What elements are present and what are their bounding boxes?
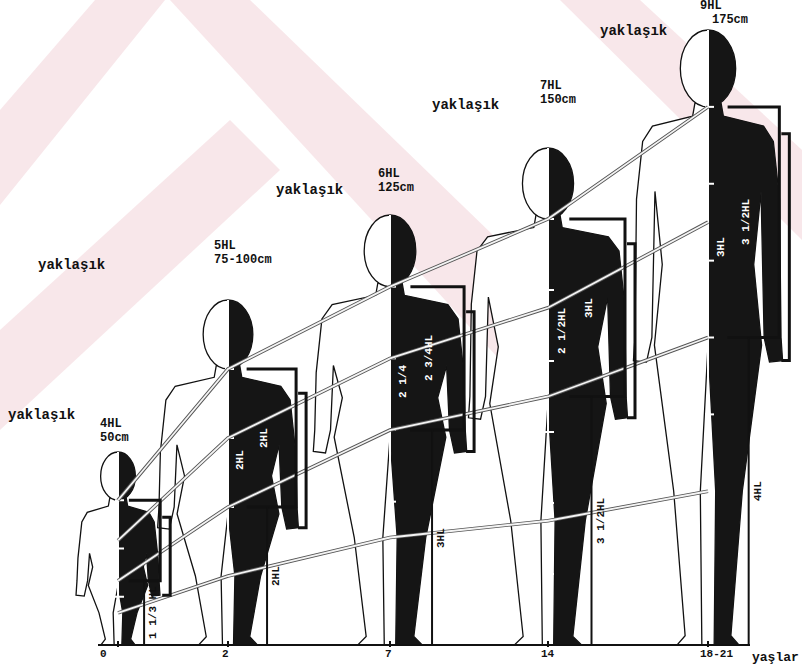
figure-shadow-head xyxy=(708,30,736,107)
arm-bracket xyxy=(466,312,474,452)
head-tick xyxy=(387,572,396,574)
growth-line-edge xyxy=(118,222,708,540)
head-tick xyxy=(545,360,554,362)
proportion-label: 2 3/4HL xyxy=(424,335,435,381)
growth-line xyxy=(118,338,708,581)
age-axis xyxy=(98,644,750,646)
growth-lines xyxy=(118,107,708,613)
human-figure xyxy=(76,452,160,645)
proportion-label: 2 1/2HL xyxy=(557,308,568,354)
head-tick xyxy=(387,501,396,503)
height-value: 75-100cm xyxy=(214,254,272,266)
figure-shadow-body xyxy=(708,103,783,645)
figure-shadow xyxy=(548,148,628,645)
head-count: 9HL xyxy=(700,0,722,12)
figure-shadow-body xyxy=(548,215,628,645)
arm-bracket xyxy=(627,244,635,418)
torso-bracket xyxy=(569,219,625,397)
axis-tick xyxy=(547,641,549,647)
head-tick xyxy=(705,260,714,262)
head-count: 7HL xyxy=(540,80,562,92)
growth-line xyxy=(118,107,708,500)
approx-label: yaklaşık xyxy=(276,183,343,197)
arm-bracket xyxy=(781,134,789,361)
leg-length-label: 1 1/3 HL xyxy=(148,587,159,640)
head-tick xyxy=(115,596,124,598)
axis-tick xyxy=(389,641,391,647)
age-value: 14 xyxy=(541,649,554,660)
torso-bracket xyxy=(410,287,464,430)
figure-shadow-head xyxy=(118,452,135,500)
head-tick xyxy=(545,289,554,291)
torso-bracket xyxy=(247,369,296,507)
center-line xyxy=(227,300,229,645)
age-value: 18-21 xyxy=(700,649,733,660)
leg-line xyxy=(143,581,145,645)
height-value: 175cm xyxy=(712,14,748,26)
watermark-stripe xyxy=(0,0,165,205)
brackets xyxy=(129,107,789,645)
leg-length-label: 3HL xyxy=(436,528,447,548)
leg-line xyxy=(591,397,593,646)
leg-line xyxy=(266,507,268,645)
axis-tick xyxy=(707,641,709,647)
approx-label: yaklaşık xyxy=(8,408,75,422)
head-tick xyxy=(705,183,714,185)
leg-length-label: 2HL xyxy=(271,566,282,586)
figure-shadow xyxy=(708,30,783,645)
age-value: 7 xyxy=(385,649,392,660)
height-value: 125cm xyxy=(378,182,414,194)
growth-line-edge xyxy=(118,107,708,500)
head-tick xyxy=(545,431,554,433)
proportion-label: 2 1/4 xyxy=(398,365,409,398)
arm-bracket xyxy=(298,393,306,528)
head-tick xyxy=(115,548,124,550)
leg-line xyxy=(748,338,750,646)
leg-length-label: 3 1/2HL xyxy=(596,498,607,544)
leg-length-label: 4HL xyxy=(753,481,764,501)
figure-shadow xyxy=(390,215,467,645)
height-value: 50cm xyxy=(100,432,129,444)
approx-label: yaklaşık xyxy=(432,98,499,112)
head-tick xyxy=(705,567,714,569)
growth-line-edge xyxy=(118,338,708,581)
torso-bracket xyxy=(129,500,160,580)
proportion-label: 3 1/2HL xyxy=(741,199,752,245)
head-tick xyxy=(705,413,714,415)
height-value: 150cm xyxy=(540,94,576,106)
approx-label: yaklaşık xyxy=(38,258,105,272)
axis-tick xyxy=(117,641,119,647)
head-count: 4HL xyxy=(100,418,122,430)
head-tick xyxy=(545,573,554,575)
figure-shadow xyxy=(118,452,160,645)
age-value: 0 xyxy=(100,649,107,660)
approx-label: yaklaşık xyxy=(600,24,667,38)
growth-line-edge xyxy=(118,491,708,613)
axis-tick xyxy=(227,641,229,647)
age-value: 2 xyxy=(222,649,229,660)
arm-bracket xyxy=(162,517,170,595)
proportion-label: 2HL xyxy=(235,451,246,471)
leg-line xyxy=(431,430,433,645)
head-count: 5HL xyxy=(214,240,236,252)
torso-bracket xyxy=(728,107,780,338)
proportion-label: 3HL xyxy=(584,298,595,318)
head-tick xyxy=(545,502,554,504)
axis-title: yaşlar xyxy=(752,651,799,664)
growth-line xyxy=(118,491,708,613)
head-count: 6HL xyxy=(378,168,400,180)
proportion-label: 3HL xyxy=(716,237,727,257)
growth-line xyxy=(118,222,708,540)
proportion-label: 2HL xyxy=(259,428,270,448)
